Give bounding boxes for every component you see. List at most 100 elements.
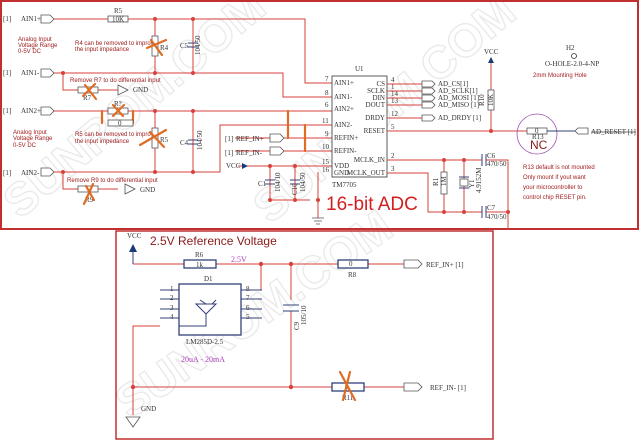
svg-text:C4: C4 (180, 139, 189, 147)
svg-text:104/50: 104/50 (194, 35, 202, 55)
svg-text:3: 3 (391, 165, 395, 173)
svg-text:R10: R10 (478, 94, 486, 106)
svg-text:[1]: [1] (3, 169, 11, 177)
svg-text:C1: C1 (258, 180, 267, 188)
chip-right-pin-numbers: 4 1 14 13 12 5 2 3 (391, 76, 399, 173)
svg-text:2: 2 (170, 294, 174, 302)
ground-icon (312, 217, 324, 225)
svg-text:[1]: [1] (3, 15, 11, 23)
svg-text:104/50: 104/50 (196, 130, 204, 150)
reset-note: R13 default is not mounted Only mount if… (523, 165, 595, 201)
svg-text:AIN2-: AIN2- (334, 121, 353, 129)
capacitor-c5: C5 104/50 (180, 35, 202, 55)
svg-text:1: 1 (391, 83, 395, 91)
svg-text:REF_IN+ [1]: REF_IN+ [1] (426, 261, 464, 269)
svg-text:4: 4 (170, 313, 174, 321)
svg-text:R6: R6 (195, 251, 204, 259)
svg-text:Analog Input: Analog Input (18, 37, 52, 43)
port-ref-in-minus: REF_IN- [1] (403, 382, 466, 392)
svg-text:0: 0 (535, 127, 539, 135)
svg-text:[1]: [1] (3, 69, 11, 77)
adc-panel-border (0, 0, 639, 230)
diode-d1: D1 1 2 3 4 8 7 6 5 LM285D-2.5 20uA - 20m… (160, 275, 262, 364)
chip-right-pins: CS SCLK DIN DOUT DRDY RESET MCLK_IN MCLK… (347, 80, 386, 177)
input-port-refin-p: [1] REF_IN+ (225, 133, 285, 143)
input-port-ain1n: [1] AIN1- (3, 68, 55, 78)
svg-text:8: 8 (246, 285, 250, 293)
output-ports: AD_CS[1] AD_SCLK[1] AD_MOSI [1] AD_MISO … (421, 80, 481, 122)
svg-text:470/50: 470/50 (487, 160, 507, 168)
svg-text:10K: 10K (487, 94, 495, 106)
vcc-symbol-r10: VCC (484, 48, 499, 63)
svg-text:AD_SCLK[1]: AD_SCLK[1] (438, 87, 478, 95)
svg-text:9: 9 (325, 130, 329, 138)
vcc-symbol: VCC (226, 162, 248, 170)
svg-text:0-5V DC: 0-5V DC (13, 143, 37, 149)
note-r4: R4 can be removed to improve the input i… (75, 41, 158, 53)
svg-text:SCLK: SCLK (367, 87, 385, 95)
reference-junctions (130, 261, 294, 390)
svg-text:15: 15 (322, 158, 330, 166)
svg-text:C9: C9 (293, 321, 301, 330)
input-port-refin-n: [1] REF_IN- (225, 146, 285, 157)
svg-text:104/50: 104/50 (299, 172, 307, 192)
svg-text:LM285D-2.5: LM285D-2.5 (186, 338, 224, 346)
junctions (61, 17, 510, 214)
svg-text:20uA - 20mA: 20uA - 20mA (181, 355, 225, 364)
capacitor-c10: C10 104/50 (290, 172, 307, 195)
capacitor-c6: C6 470/50 (481, 152, 507, 168)
port-ref-in-plus: REF_IN+ [1] (403, 259, 464, 269)
gnd-symbol-1: GND (117, 84, 148, 96)
svg-text:REF_IN-: REF_IN- (236, 149, 263, 157)
svg-text:[1]: [1] (225, 135, 233, 143)
svg-text:13: 13 (391, 97, 399, 105)
svg-text:REF_IN+: REF_IN+ (236, 135, 264, 143)
note-r7: Remove R7 to do differential input (70, 78, 161, 84)
svg-text:REFIN+: REFIN+ (334, 134, 358, 142)
svg-text:control chip RESET pin.: control chip RESET pin. (523, 195, 587, 201)
svg-text:AIN1-: AIN1- (21, 69, 40, 77)
svg-text:R4: R4 (160, 44, 169, 52)
svg-text:AD_RESET [1]: AD_RESET [1] (591, 128, 636, 136)
svg-text:DRDY: DRDY (365, 114, 385, 122)
crystal-y1: Y1 4.9152M (459, 167, 483, 193)
svg-text:DIN: DIN (373, 94, 385, 102)
svg-text:R13 default is not mounted: R13 default is not mounted (523, 165, 595, 171)
svg-text:10: 10 (322, 143, 330, 151)
svg-text:2: 2 (391, 152, 395, 160)
svg-text:0: 0 (118, 120, 122, 128)
svg-text:1: 1 (170, 285, 174, 293)
svg-text:MCLK_OUT: MCLK_OUT (347, 169, 386, 177)
svg-text:2mm Mounting Hole: 2mm Mounting Hole (533, 73, 587, 79)
svg-text:C6: C6 (487, 152, 496, 160)
resistor-r10: R10 10K (478, 89, 495, 111)
resistor-r1: R1 1M (432, 171, 448, 195)
svg-text:R?: R? (114, 100, 122, 108)
svg-text:GND: GND (133, 86, 148, 94)
svg-text:7: 7 (246, 294, 250, 302)
adc-title: 16-bit ADC (326, 194, 418, 215)
svg-text:REFIN-: REFIN- (334, 147, 357, 155)
svg-text:R4 can be removed to improve: R4 can be removed to improve (75, 41, 158, 47)
svg-text:105/10: 105/10 (300, 305, 308, 325)
watermark: SUNROM.COM SUNROM.COM SUNROM.COM (0, 0, 526, 429)
svg-text:0-5V DC: 0-5V DC (18, 49, 42, 55)
svg-text:GND: GND (141, 405, 156, 413)
svg-text:[1]: [1] (3, 107, 11, 115)
svg-text:VCC: VCC (127, 232, 142, 240)
svg-text:470/50: 470/50 (487, 213, 507, 221)
svg-text:the input impedance: the input impedance (75, 139, 130, 145)
svg-text:VCC: VCC (226, 162, 241, 170)
svg-text:O-HOLE-2.0-4-NP: O-HOLE-2.0-4-NP (545, 60, 599, 68)
reference-panel-border (115, 230, 494, 440)
reference-title: 2.5V Reference Voltage (150, 234, 277, 248)
svg-text:C5: C5 (180, 42, 189, 50)
resistor-r11-removed: 0 R11 (331, 370, 365, 402)
svg-text:[1]: [1] (225, 149, 233, 157)
svg-text:RESET: RESET (364, 127, 386, 135)
range-note-1: Analog Input Voltage Range 0-5V DC (18, 37, 58, 55)
svg-text:AIN1-: AIN1- (334, 93, 353, 101)
